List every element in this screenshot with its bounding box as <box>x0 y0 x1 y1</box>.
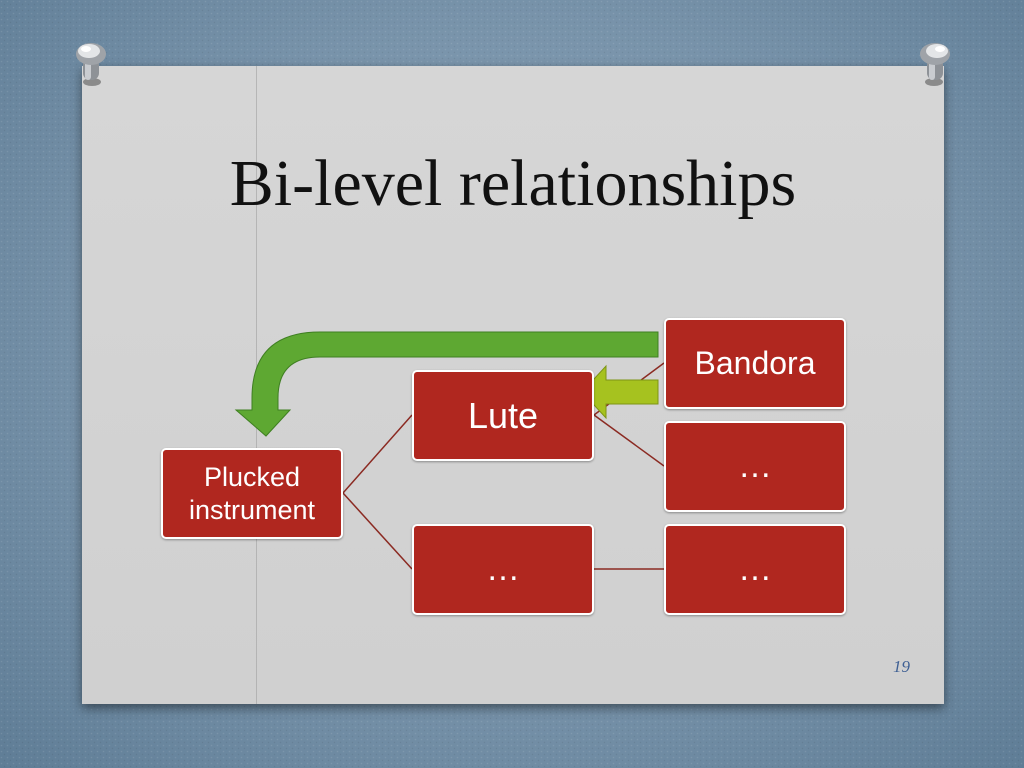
node-ellipsis-middle-label: … <box>486 550 520 588</box>
node-bandora-label: Bandora <box>694 345 816 381</box>
node-plucked-label-line2: instrument <box>188 494 316 525</box>
node-lute-label: Lute <box>467 394 539 436</box>
slide-number: 19 <box>893 657 910 676</box>
big-curved-arrow-icon <box>234 331 659 437</box>
node-ellipsis-right-2: … <box>664 524 846 615</box>
connector-plucked-lute <box>342 414 413 494</box>
connector-lute-dots <box>593 414 665 467</box>
node-ellipsis-right-1-label: … <box>738 447 772 485</box>
connector-lines <box>342 362 665 570</box>
node-ellipsis-middle: … <box>412 524 594 615</box>
node-plucked-label-line1: Plucked <box>203 461 301 492</box>
pushpin-left-icon <box>76 43 106 86</box>
connector-plucked-dots <box>342 492 413 570</box>
small-arrow-icon <box>581 364 659 420</box>
slide-title: Bi-level relationships <box>229 147 797 220</box>
node-lute: Lute <box>412 370 594 461</box>
node-bandora: Bandora <box>664 318 846 409</box>
node-plucked-instrument: Plucked instrument <box>161 448 343 539</box>
node-ellipsis-right-2-label: … <box>738 550 772 588</box>
pushpin-right-icon <box>920 43 950 86</box>
node-ellipsis-right-1: … <box>664 421 846 512</box>
